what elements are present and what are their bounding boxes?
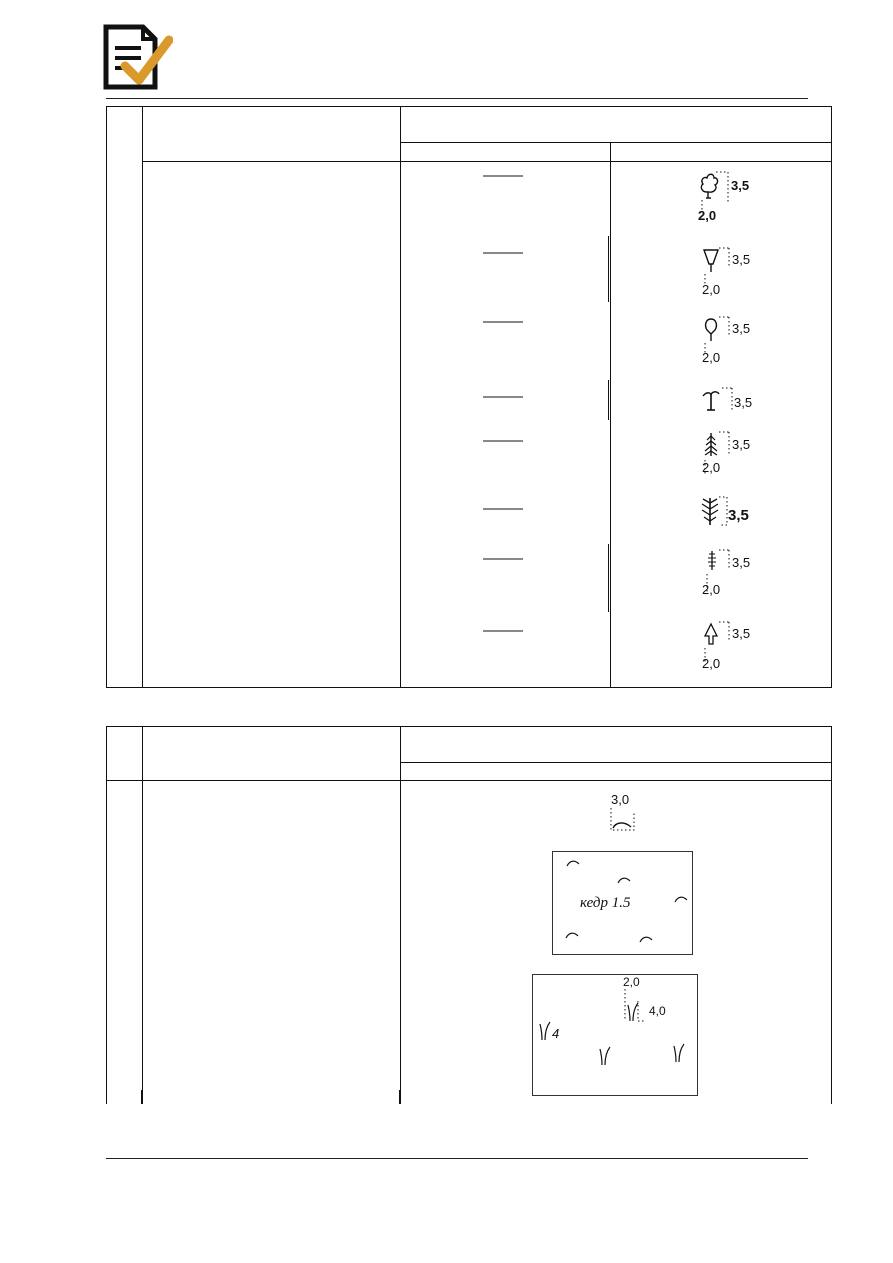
dimension-label: 3,5 [732, 437, 751, 452]
footer-rule [106, 1158, 808, 1159]
dimension-label: 3,5 [731, 178, 750, 193]
dimension-label: 4,0 [649, 1004, 666, 1018]
branch-tree-icon [701, 496, 728, 526]
row-divider [608, 544, 609, 612]
round-tree-icon [704, 316, 730, 355]
shrub-arc-icon [639, 936, 653, 943]
dimension-label: 4 [552, 1026, 560, 1041]
grass-tuft-icon [673, 1043, 685, 1063]
grass-tuft-icon [599, 1046, 611, 1066]
shrub-arc-icon [610, 808, 635, 831]
header-rule [106, 98, 808, 99]
dimension-label: 2,0 [702, 460, 721, 475]
deciduous-tree-icon [700, 171, 729, 210]
dimension-label: 2,0 [702, 582, 721, 597]
shrub-arc-icon [565, 932, 579, 939]
placeholder-dash [483, 396, 523, 398]
placeholder-dash [483, 252, 523, 254]
shrub-arc-icon [674, 896, 688, 903]
goblet-tree-icon [703, 247, 730, 286]
cedar-area-box [552, 851, 693, 955]
placeholder-dash [483, 508, 523, 510]
dimension-label: 3,5 [732, 321, 751, 336]
table-2 [106, 726, 832, 1126]
grass-tuft-icon [624, 989, 644, 1022]
dimension-label: 3,5 [732, 555, 751, 570]
row-divider [608, 236, 609, 302]
placeholder-dash [483, 175, 523, 177]
dimension-label: 3,0 [611, 792, 630, 807]
dimension-label: 2,0 [623, 975, 640, 989]
conifer-tree-icon [704, 431, 730, 474]
placeholder-dash [483, 321, 523, 323]
shrub-arc-icon [566, 860, 580, 867]
dimension-label: 2,0 [702, 656, 721, 671]
dimension-label: 3,5 [732, 252, 751, 267]
thin-conifer-icon [706, 549, 730, 592]
row-divider [608, 380, 609, 420]
placeholder-dash [483, 630, 523, 632]
dimension-label: 3,5 [732, 626, 751, 641]
dimension-label: 3,5 [734, 395, 753, 410]
document-check-icon [103, 24, 173, 90]
palm-tree-icon [702, 387, 733, 411]
grass-tuft-icon [539, 1021, 551, 1041]
dimension-label: 2,0 [698, 208, 717, 223]
table-1 [106, 106, 832, 688]
placeholder-dash [483, 440, 523, 442]
shrub-arc-icon [617, 877, 631, 884]
dimension-label: 2,0 [702, 282, 721, 297]
dimension-label: 3,5 [728, 507, 749, 524]
dimension-label: 2,0 [702, 350, 721, 365]
grass-area-box [532, 974, 698, 1096]
triangle-tree-icon [703, 621, 730, 664]
cedar-label: кедр 1.5 [580, 895, 631, 911]
placeholder-dash [483, 558, 523, 560]
